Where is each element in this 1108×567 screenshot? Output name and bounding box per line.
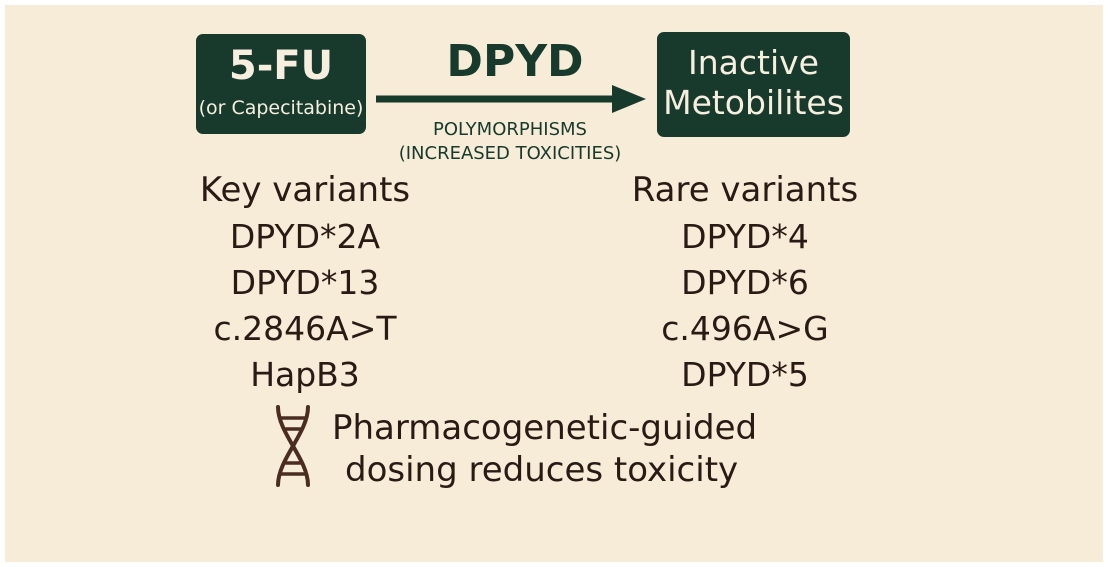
note-line1: Pharmacogenetic-guided	[332, 408, 758, 448]
key-variant-item: HapB3	[250, 355, 360, 394]
polymorphisms-line1: POLYMORPHISMS	[433, 119, 587, 140]
rare-variant-item: DPYD*5	[681, 355, 809, 394]
product-line2: Metobilites	[663, 83, 844, 122]
dosing-note: Pharmacogenetic-guided dosing reduces to…	[270, 403, 790, 493]
dna-icon	[276, 405, 310, 487]
note-line2: dosing reduces toxicity	[345, 450, 739, 490]
rare-variant-item: DPYD*4	[681, 217, 809, 256]
polymorphisms-label: POLYMORPHISMS (INCREASED TOXICITIES)	[380, 118, 640, 166]
rare-variant-item: DPYD*6	[681, 263, 809, 302]
key-variant-item: c.2846A>T	[213, 309, 397, 348]
drug-box: 5-FU (or Capecitabine)	[196, 34, 366, 134]
rare-variant-item: c.496A>G	[661, 309, 829, 348]
drug-alt-name: (or Capecitabine)	[198, 97, 364, 119]
rare-variants-list: Rare variants DPYD*4 DPYD*6 c.496A>G DPY…	[595, 168, 895, 398]
key-variant-item: DPYD*13	[230, 263, 380, 302]
enzyme-label: DPYD	[446, 36, 584, 87]
diagram-canvas: 5-FU (or Capecitabine) DPYD POLYMORPHISM…	[5, 5, 1103, 562]
key-variants-list: Key variants DPYD*2A DPYD*13 c.2846A>T H…	[155, 168, 455, 398]
key-variant-item: DPYD*2A	[229, 217, 381, 256]
drug-name: 5-FU	[228, 43, 334, 89]
polymorphisms-line2: (INCREASED TOXICITIES)	[398, 143, 622, 164]
arrow-right-icon	[376, 85, 646, 113]
product-line1: Inactive	[688, 43, 819, 82]
rare-variants-heading: Rare variants	[631, 170, 859, 210]
product-box: Inactive Metobilites	[657, 32, 850, 137]
key-variants-heading: Key variants	[199, 170, 411, 210]
